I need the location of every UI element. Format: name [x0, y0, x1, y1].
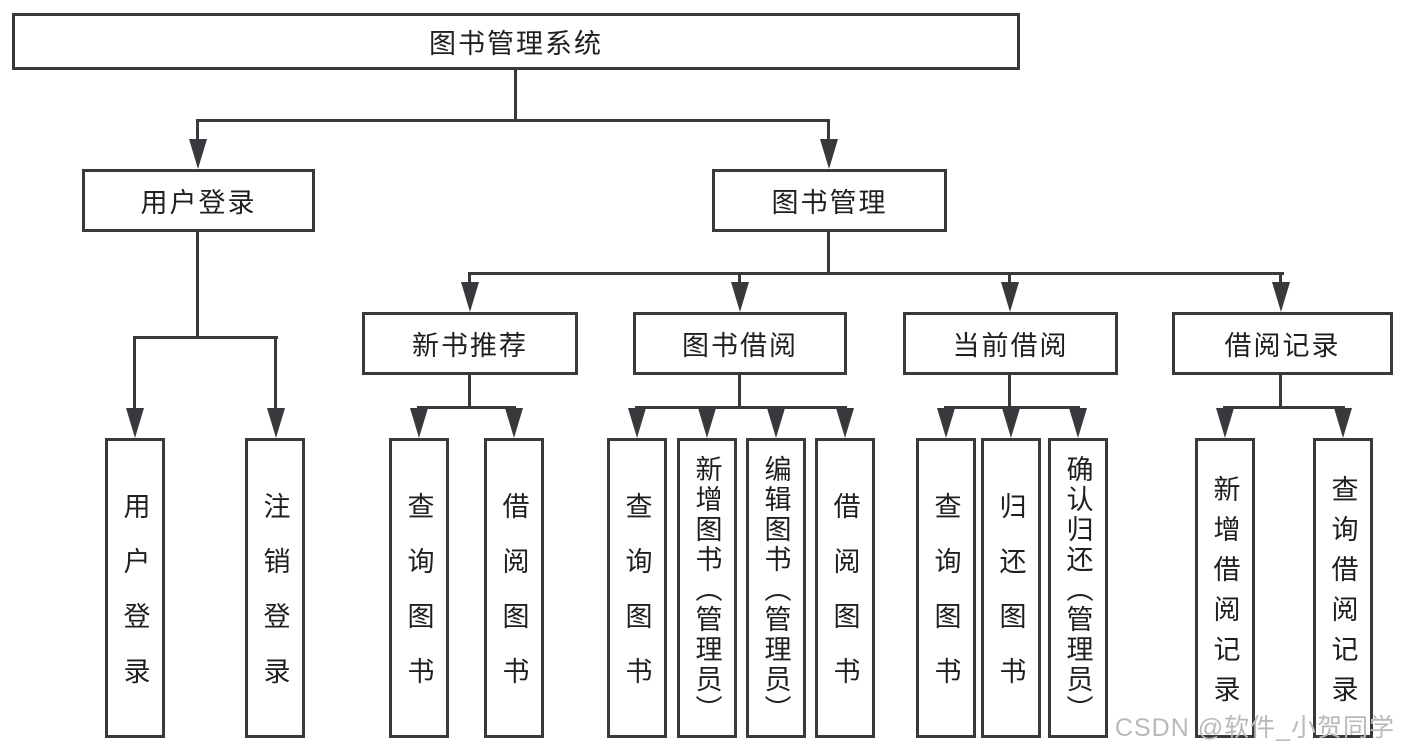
csdn-watermark: CSDN @软件_小贺同学	[1114, 714, 1395, 742]
connector-line	[738, 272, 741, 284]
leaf-add-books-admin: 新增图书（管理员）	[677, 438, 737, 738]
connector-line	[274, 336, 277, 410]
arrowhead-down-icon	[1216, 408, 1234, 438]
arrowhead-down-icon	[505, 408, 523, 438]
node-borrow-records: 借阅记录	[1172, 312, 1393, 375]
leaf-confirm-return-admin: 确认归还（管理员）	[1048, 438, 1108, 738]
connector-line	[134, 336, 278, 339]
node-label: 新书推荐	[412, 331, 528, 361]
node-label: 借阅图书	[498, 492, 529, 712]
connector-line	[1008, 375, 1011, 409]
connector-line	[738, 375, 741, 409]
node-root: 图书管理系统	[12, 13, 1020, 70]
connector-line	[1223, 406, 1345, 409]
arrowhead-down-icon	[731, 282, 749, 312]
node-label: 注销登录	[259, 492, 290, 712]
connector-line	[827, 232, 830, 275]
leaf-borrow-books: 借阅图书	[815, 438, 875, 738]
leaf-query-books-borrowing: 查询图书	[607, 438, 667, 738]
node-label: 借阅图书	[829, 492, 860, 712]
node-label: 新增借阅记录	[1209, 474, 1240, 715]
arrowhead-down-icon	[820, 139, 838, 169]
connector-line	[468, 375, 471, 409]
leaf-query-books-current: 查询图书	[916, 438, 976, 738]
leaf-query-borrow-record: 查询借阅记录	[1313, 438, 1373, 738]
arrowhead-down-icon	[1334, 408, 1352, 438]
leaf-query-books-recommend: 查询图书	[389, 438, 449, 738]
node-label: 借阅记录	[1224, 331, 1341, 361]
node-label: 用户登录	[140, 188, 257, 218]
node-label: 查询图书	[930, 492, 961, 712]
node-label: 归还图书	[995, 492, 1026, 712]
node-label: 图书借阅	[682, 331, 798, 361]
node-label: 图书管理系统	[429, 29, 603, 59]
arrowhead-down-icon	[1069, 408, 1087, 438]
arrowhead-down-icon	[628, 408, 646, 438]
node-label: 查询图书	[403, 492, 434, 712]
connector-line	[468, 272, 471, 284]
connector-line	[196, 119, 199, 141]
leaf-logout: 注销登录	[245, 438, 305, 738]
node-current-borrowing: 当前借阅	[903, 312, 1118, 375]
arrowhead-down-icon	[267, 408, 285, 438]
connector-line	[827, 119, 830, 141]
arrowhead-down-icon	[189, 139, 207, 169]
node-label: 新增图书（管理员）	[691, 454, 722, 725]
leaf-edit-books-admin: 编辑图书（管理员）	[746, 438, 806, 738]
arrowhead-down-icon	[410, 408, 428, 438]
connector-line	[196, 232, 199, 339]
connector-line	[1279, 374, 1282, 409]
connector-line	[1008, 272, 1011, 284]
arrowhead-down-icon	[461, 282, 479, 312]
node-new-book-recommend: 新书推荐	[362, 312, 578, 375]
node-label: 确认归还（管理员）	[1062, 454, 1093, 725]
arrowhead-down-icon	[937, 408, 955, 438]
connector-line	[196, 119, 830, 122]
arrowhead-down-icon	[1272, 282, 1290, 312]
node-label: 图书管理	[771, 188, 888, 218]
connector-line	[417, 406, 516, 409]
node-label: 编辑图书（管理员）	[760, 454, 791, 725]
node-book-borrowing: 图书借阅	[633, 312, 847, 375]
connector-line	[468, 272, 1284, 275]
arrowhead-down-icon	[836, 408, 854, 438]
connector-line	[635, 406, 847, 409]
node-label: 当前借阅	[952, 331, 1069, 361]
node-user-login: 用户登录	[82, 169, 315, 232]
arrowhead-down-icon	[698, 408, 716, 438]
node-label: 查询图书	[621, 492, 652, 712]
leaf-user-login: 用户登录	[105, 438, 165, 738]
node-label: 查询借阅记录	[1327, 474, 1358, 715]
connector-line	[133, 336, 136, 410]
connector-line	[514, 70, 517, 122]
connector-line	[944, 406, 1080, 409]
node-book-management: 图书管理	[712, 169, 947, 232]
leaf-borrow-books-recommend: 借阅图书	[484, 438, 544, 738]
node-label: 用户登录	[119, 492, 150, 712]
leaf-return-books: 归还图书	[981, 438, 1041, 738]
arrowhead-down-icon	[1001, 282, 1019, 312]
connector-line	[1279, 272, 1282, 284]
arrowhead-down-icon	[126, 408, 144, 438]
arrowhead-down-icon	[767, 408, 785, 438]
arrowhead-down-icon	[1002, 408, 1020, 438]
leaf-add-borrow-record: 新增借阅记录	[1195, 438, 1255, 738]
